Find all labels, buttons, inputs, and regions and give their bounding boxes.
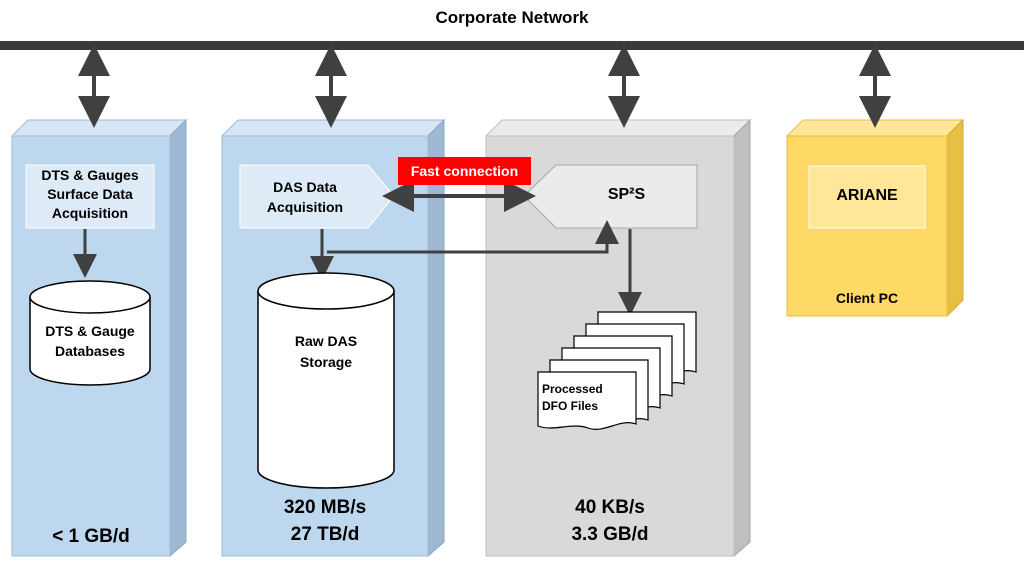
- dts-acquisition-label: DTS & Gauges Surface Data Acquisition: [41, 167, 139, 221]
- sp2s-box: [523, 164, 698, 229]
- client-pc-label: Client PC: [835, 290, 899, 306]
- network-arrows: [78, 44, 891, 128]
- fast-connection-label: Fast connection: [398, 157, 531, 185]
- column-2-rate: 320 MB/s 27 TB/d: [283, 497, 367, 545]
- processed-files-label: Processed DFO Files: [542, 382, 603, 413]
- processed-files-stack: [537, 311, 697, 430]
- sp2s-label: SP²S: [607, 186, 646, 203]
- network-title: Corporate Network: [435, 8, 589, 27]
- das-acquisition-label: DAS Data Acquisition: [266, 179, 344, 215]
- corporate-network-bar: [0, 41, 1024, 50]
- raw-das-storage-label: Raw DAS Storage: [294, 333, 358, 370]
- column-1-rate: < 1 GB/d: [52, 526, 130, 547]
- ariane-box: [808, 165, 926, 229]
- dts-acquisition-box: [25, 164, 155, 229]
- dts-database-label: DTS & Gauge Databases: [45, 323, 135, 359]
- das-acquisition-box: [239, 164, 395, 229]
- raw-das-storage-cylinder: [257, 272, 395, 489]
- ariane-label: ARIANE: [836, 187, 898, 204]
- column-3-rate: 40 KB/s 3.3 GB/d: [571, 497, 649, 545]
- dts-database-cylinder: [29, 280, 151, 386]
